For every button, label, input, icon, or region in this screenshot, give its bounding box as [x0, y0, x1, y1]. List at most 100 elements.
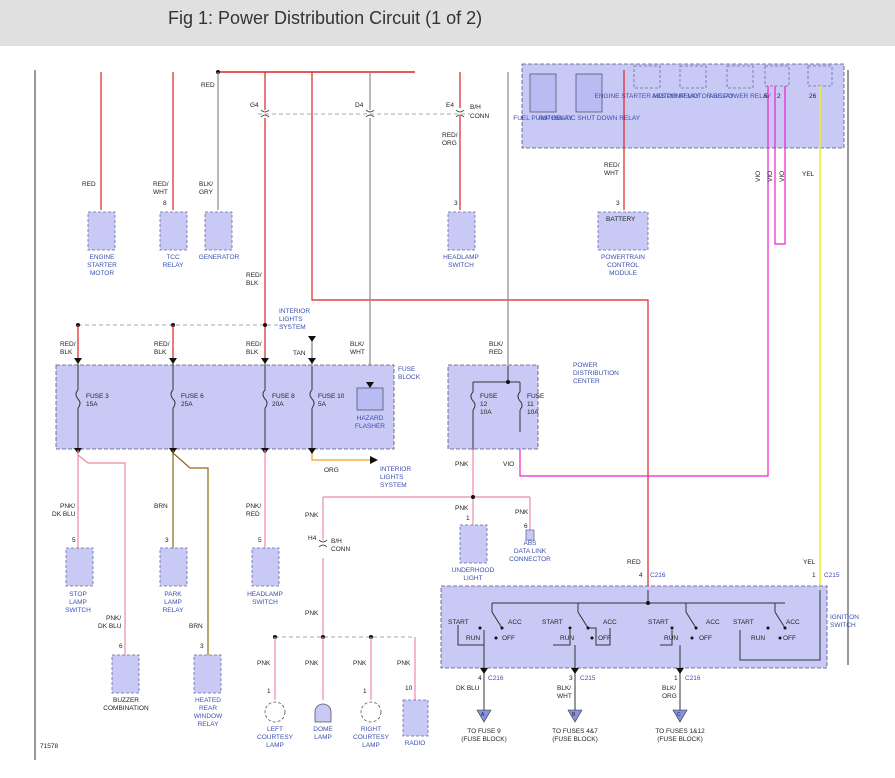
abs-dlc-connector — [525, 529, 535, 541]
interior-lights-label-top-2: LIGHTS — [279, 316, 303, 323]
pin-1-underhood: 1 — [466, 515, 470, 522]
left-courtesy-lamp-label-2: COURTESY — [257, 734, 294, 741]
pdc-label-2: DISTRIBUTION — [573, 370, 619, 377]
arrow-a-letter: A — [481, 712, 485, 718]
wire-label-dk-blu: DK BLU — [456, 685, 480, 692]
fuse-6-amps: 25A — [181, 401, 193, 408]
off-label-2: OFF — [598, 635, 611, 642]
pin-5-headlamp: 5 — [258, 537, 262, 544]
wire-label-pnk-lower: PNK — [305, 610, 319, 617]
arrow-down-icon — [308, 336, 316, 342]
fuse-10-label: FUSE 10 — [318, 393, 345, 400]
wire-label-blk-gry: BLK/ — [199, 181, 213, 188]
wire-pnk-lamps — [274, 637, 416, 700]
radio-box — [402, 699, 429, 737]
abs-dlc-label: ABS — [523, 540, 537, 547]
wire-label-vio-1: VIO — [755, 171, 762, 182]
pin-4-ign: 4 — [639, 572, 643, 579]
hrw-relay-label-4: RELAY — [198, 721, 219, 728]
wire-label-red-wht-2: WHT — [153, 189, 168, 196]
diagram-frame — [34, 70, 849, 760]
c215-label-out-b: C215 — [580, 675, 596, 682]
arrow-a-icon — [476, 709, 492, 723]
pin-26-label: 26 — [809, 93, 817, 100]
ignition-switch-group-2: START RUN ACC OFF — [542, 611, 617, 646]
c215-label-top: C215 — [824, 572, 840, 579]
wire-label-pnk-dk-blu-1: PNK/ — [60, 503, 75, 510]
hazard-flasher-label: HAZARD — [357, 415, 384, 422]
hrw-relay-label-3: WINDOW — [194, 713, 223, 720]
to-fuses-112-label: TO FUSES 1&12 — [655, 728, 705, 735]
pin-4-out: 4 — [478, 675, 482, 682]
bh-conn-h4-2: CONN — [331, 546, 350, 553]
pin-3-battery: 3 — [616, 200, 620, 207]
stop-lamp-switch-label-3: SWITCH — [65, 607, 91, 614]
wire-label-brn-1: BRN — [154, 503, 168, 510]
off-label-4: OFF — [783, 635, 796, 642]
engine-starter-motor-label: ENGINE — [90, 254, 116, 261]
stop-lamp-switch-label: STOP — [69, 591, 87, 598]
buzzer-label: BUZZER — [113, 697, 139, 704]
starter-relay-label: ENGINE STARTER MOTOR RELAY — [595, 93, 701, 100]
wire-pnk-dk-blu — [77, 450, 126, 655]
pin-2-label: 2 — [777, 93, 781, 100]
pcm-label-3: MODULE — [609, 270, 637, 277]
run-label-4: RUN — [751, 635, 765, 642]
wire-label-red-blk-2: BLK — [246, 280, 259, 287]
abs-dlc-label-3: CONNECTOR — [509, 556, 551, 563]
wire-label-yel-ign: YEL — [803, 559, 816, 566]
wire-label-blk-org-out-2: ORG — [662, 693, 677, 700]
wire-red-ignition — [311, 72, 649, 590]
acc-label-3: ACC — [706, 619, 720, 626]
d4-connector — [365, 109, 375, 118]
hazard-flasher-box — [356, 387, 384, 411]
wire-label-red-blk-f3-2: BLK — [60, 349, 73, 356]
wire-vio-fuse11 — [519, 86, 769, 477]
pdc-label-3: CENTER — [573, 378, 600, 385]
arrow-c-letter: C — [677, 712, 681, 718]
wire-label-blk-wht-2: WHT — [350, 349, 365, 356]
wire-label-red-starter: RED — [82, 181, 96, 188]
wire-label-pnk-red-1: PNK/ — [246, 503, 261, 510]
wire-label-blk-red-2: RED — [489, 349, 503, 356]
to-fuse-9-label: TO FUSE 9 — [467, 728, 501, 735]
wire-label-yel: YEL — [802, 171, 815, 178]
pin-3-headlamp: 3 — [454, 200, 458, 207]
wire-label-pnk-dk-blu-2b: DK BLU — [98, 623, 122, 630]
wire-label-blk-wht-out-2: WHT — [557, 693, 572, 700]
dome-lamp-icon — [314, 703, 332, 723]
pin-1-ign: 1 — [812, 572, 816, 579]
wire-label-red-blk-f6-2: BLK — [154, 349, 167, 356]
start-label-2: START — [542, 619, 563, 626]
pin-6-abs: 6 — [524, 523, 528, 530]
fuse-3-amps: 15A — [86, 401, 98, 408]
pin-6-buzzer: 6 — [119, 643, 123, 650]
pcm-label-2: CONTROL — [607, 262, 639, 269]
interior-lights-label-bottom-2: LIGHTS — [380, 474, 404, 481]
interior-lights-label-top: INTERIOR — [279, 308, 310, 315]
run-label-3: RUN — [664, 635, 678, 642]
off-label-1: OFF — [502, 635, 515, 642]
wire-label-red-blk-f3: RED/ — [60, 341, 76, 348]
fuse-10-amps: 5A — [318, 401, 327, 408]
headlamp-switch-box — [447, 211, 476, 251]
wire-label-red-blk-f8-2: BLK — [246, 349, 259, 356]
heated-rear-window-relay-box — [193, 654, 222, 694]
pin-5-label: 5 — [764, 93, 768, 100]
underhood-light-label-2: LIGHT — [463, 575, 482, 582]
wire-label-vio-pdc: VIO — [503, 461, 514, 468]
wire-label-pnk-conn: PNK — [305, 512, 319, 519]
c216-label-out-a: C216 — [488, 675, 504, 682]
g4-connector — [260, 109, 270, 118]
park-lamp-relay-label-2: LAMP — [164, 599, 182, 606]
pin-5-stop: 5 — [72, 537, 76, 544]
tcc-relay-label: TCC — [166, 254, 180, 261]
g4-label: G4 — [250, 102, 259, 109]
asd-relay-box — [575, 73, 603, 113]
dome-lamp-label: DOME — [313, 726, 333, 733]
wire-label-red-wht-batt-2: WHT — [604, 170, 619, 177]
start-label-3: START — [648, 619, 669, 626]
fuse-11-label-2: 11 — [527, 401, 534, 408]
abs-pump-relay-label: ABS PUMP MOTOR RELAY — [652, 93, 735, 100]
